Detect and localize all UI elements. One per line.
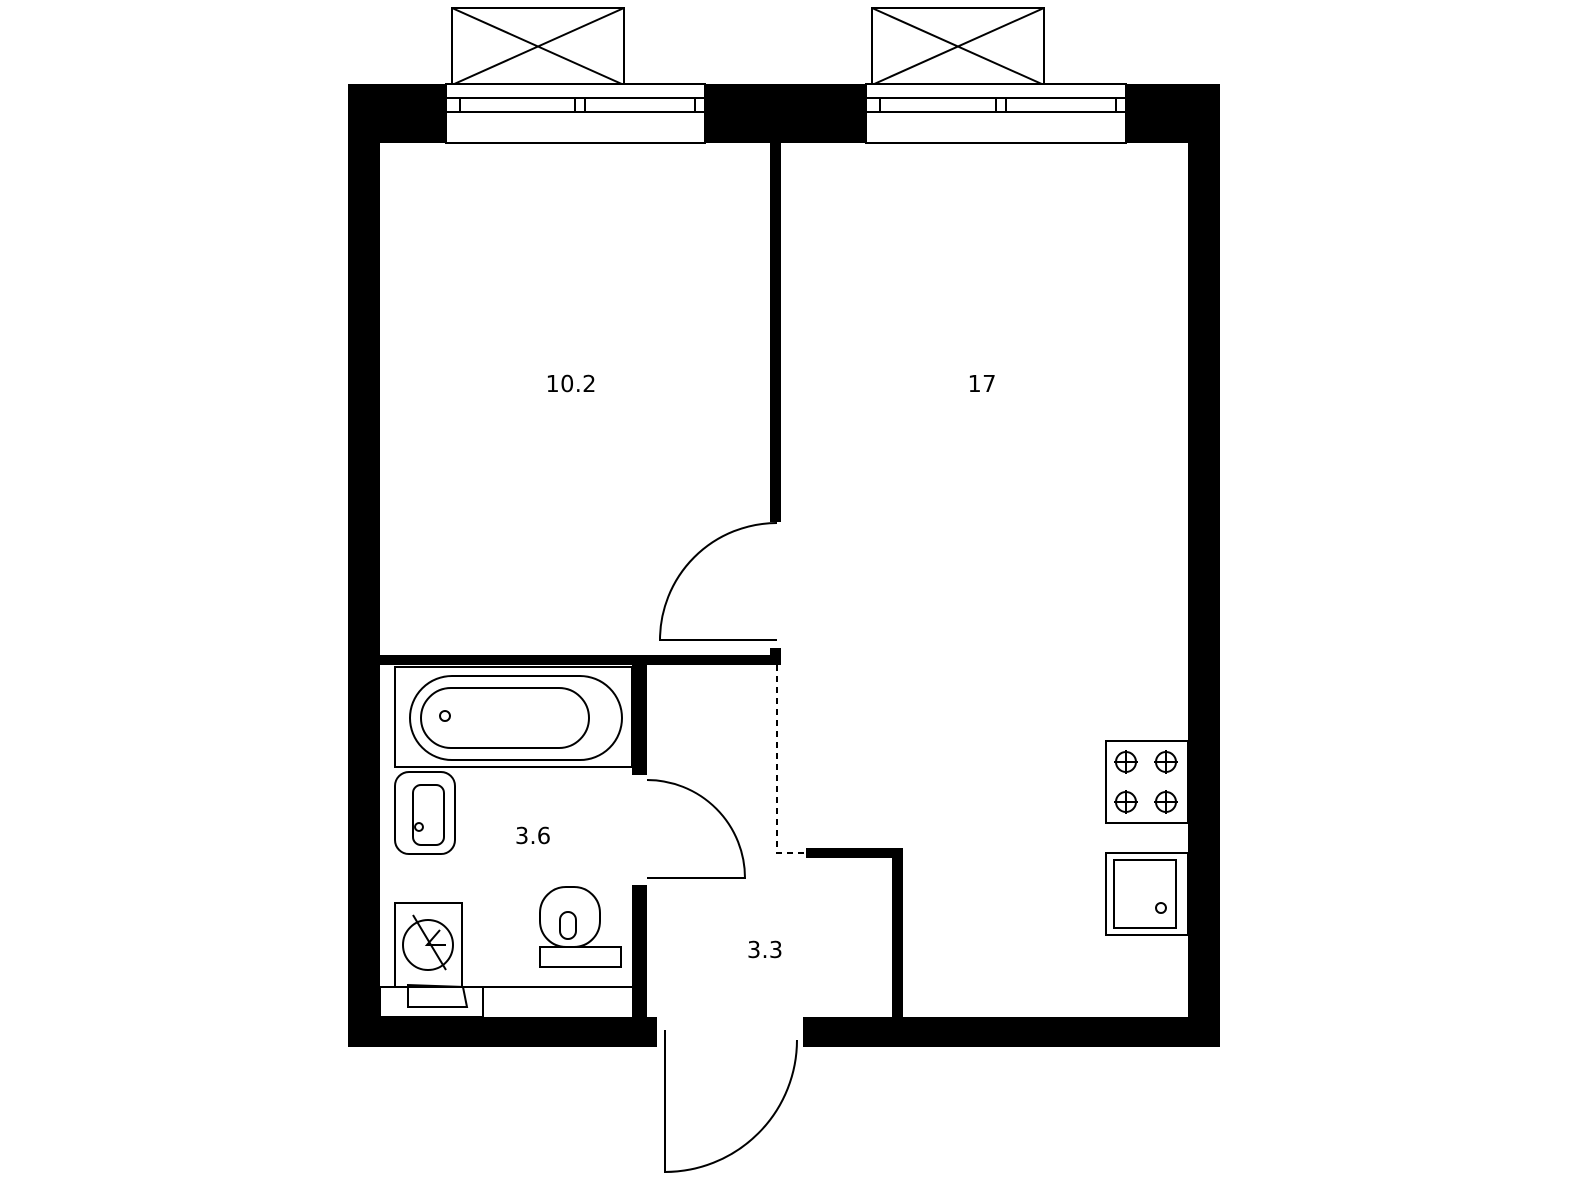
balcony-left bbox=[451, 7, 625, 86]
interior-walls bbox=[380, 143, 903, 1017]
entrance-door[interactable] bbox=[664, 1030, 798, 1174]
burner-icon bbox=[1114, 750, 1138, 774]
burner-icon bbox=[1154, 750, 1178, 774]
washing-machine bbox=[394, 902, 463, 988]
room-area-living-kitchen: 17 bbox=[967, 372, 996, 398]
room-area-bedroom: 10.2 bbox=[545, 372, 596, 398]
room-area-bathroom: 3.6 bbox=[515, 824, 552, 850]
bedroom-door[interactable] bbox=[658, 522, 778, 641]
washbasin bbox=[394, 771, 456, 855]
window-right bbox=[865, 83, 1127, 144]
burner-icon bbox=[1114, 790, 1138, 814]
kitchen-sink bbox=[1105, 852, 1189, 936]
bathtub bbox=[394, 666, 633, 768]
balcony-right bbox=[871, 7, 1045, 86]
window-left bbox=[445, 83, 706, 144]
utility-cabinet bbox=[379, 983, 632, 1018]
stove bbox=[1105, 740, 1189, 824]
outer-walls bbox=[348, 84, 1220, 1047]
bathroom-door[interactable] bbox=[646, 779, 747, 879]
kitchen-zone-boundary bbox=[776, 665, 806, 854]
toilet bbox=[539, 886, 622, 968]
burner-icon bbox=[1154, 790, 1178, 814]
room-area-hallway: 3.3 bbox=[747, 938, 784, 964]
